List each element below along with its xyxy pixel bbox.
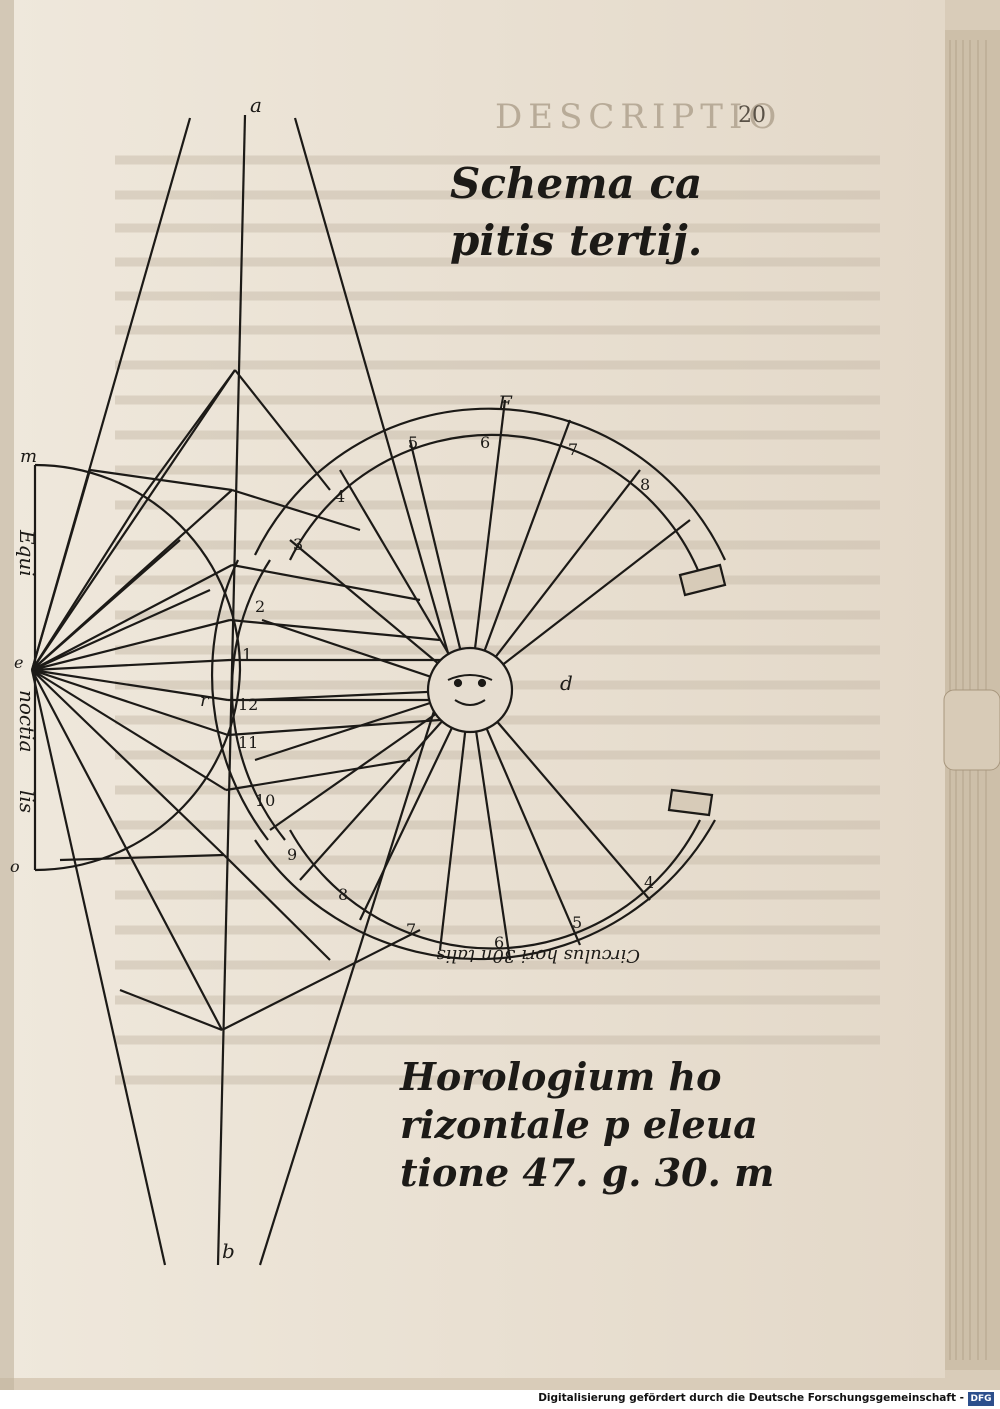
hour-num: 1 bbox=[242, 645, 252, 664]
ring-text: Circulus hori 30n talis bbox=[436, 945, 640, 966]
hour-num: 8 bbox=[640, 475, 650, 494]
inner-ring-bottom bbox=[289, 819, 701, 950]
label-e: e bbox=[14, 653, 23, 672]
hour-num: 6 bbox=[494, 933, 504, 952]
hour-num: 11 bbox=[238, 733, 258, 752]
caption-line-1: Horologium ho bbox=[399, 1054, 721, 1099]
point-labels: a b m e o r d F bbox=[10, 93, 573, 1263]
page-tab bbox=[943, 689, 1000, 771]
label-a: a bbox=[250, 93, 262, 117]
hour-num: 4 bbox=[644, 873, 654, 892]
fan-lines-e bbox=[30, 369, 236, 1031]
side-text-2: noctia bbox=[15, 690, 39, 752]
hour-num: 7 bbox=[406, 920, 416, 939]
scroll-bottom bbox=[667, 788, 714, 817]
hour-num: 2 bbox=[255, 597, 265, 616]
sun-face bbox=[426, 646, 514, 734]
hour-num: 5 bbox=[572, 913, 582, 932]
sundial-diagram bbox=[30, 114, 727, 1266]
dfg-logo: DFG bbox=[968, 1392, 994, 1406]
equinoctial-label: Equi noctia lis bbox=[15, 529, 39, 813]
footer-bar bbox=[0, 1390, 1000, 1409]
hour-num: 9 bbox=[287, 845, 297, 864]
outer-ring-left bbox=[210, 559, 269, 841]
caption-block: Horologium ho rizontale p eleua tione 47… bbox=[399, 1054, 774, 1195]
caption-line-3: tione 47. g. 30. m bbox=[400, 1150, 774, 1195]
label-f: F bbox=[497, 391, 513, 415]
side-text-1: Equi bbox=[15, 529, 39, 577]
hour-num: 5 bbox=[408, 433, 418, 452]
hour-num: 6 bbox=[480, 433, 490, 452]
scroll-top bbox=[678, 563, 727, 597]
label-r: r bbox=[200, 690, 210, 711]
page-number: 20 bbox=[738, 103, 766, 128]
hour-num: 12 bbox=[238, 695, 258, 714]
hour-numerals: 5 6 7 8 4 3 2 1 12 11 10 9 8 7 6 5 4 bbox=[238, 433, 654, 952]
outer-ring-top bbox=[254, 407, 726, 561]
binding-shadow bbox=[0, 0, 14, 1390]
label-m: m bbox=[20, 446, 37, 467]
hour-num: 10 bbox=[255, 791, 275, 810]
title-line-1: Schema ca bbox=[450, 159, 702, 208]
hour-num: 7 bbox=[568, 440, 578, 459]
hour-num: 3 bbox=[293, 535, 303, 554]
hour-num: 4 bbox=[335, 487, 345, 506]
footer-credit: Digitalisierung gefördert durch die Deut… bbox=[538, 1392, 964, 1404]
label-o: o bbox=[10, 857, 20, 876]
running-head: DESCRIPTIO bbox=[495, 97, 782, 137]
label-b: b bbox=[222, 1239, 235, 1263]
caption-line-2: rizontale p eleua bbox=[400, 1102, 758, 1147]
title-block: Schema ca pitis tertij. bbox=[450, 159, 702, 265]
label-d: d bbox=[560, 671, 573, 695]
hour-num: 8 bbox=[338, 885, 348, 904]
outer-ring-bottom bbox=[254, 819, 716, 961]
title-line-2: pitis tertij. bbox=[450, 216, 702, 265]
side-text-3: lis bbox=[15, 790, 39, 813]
